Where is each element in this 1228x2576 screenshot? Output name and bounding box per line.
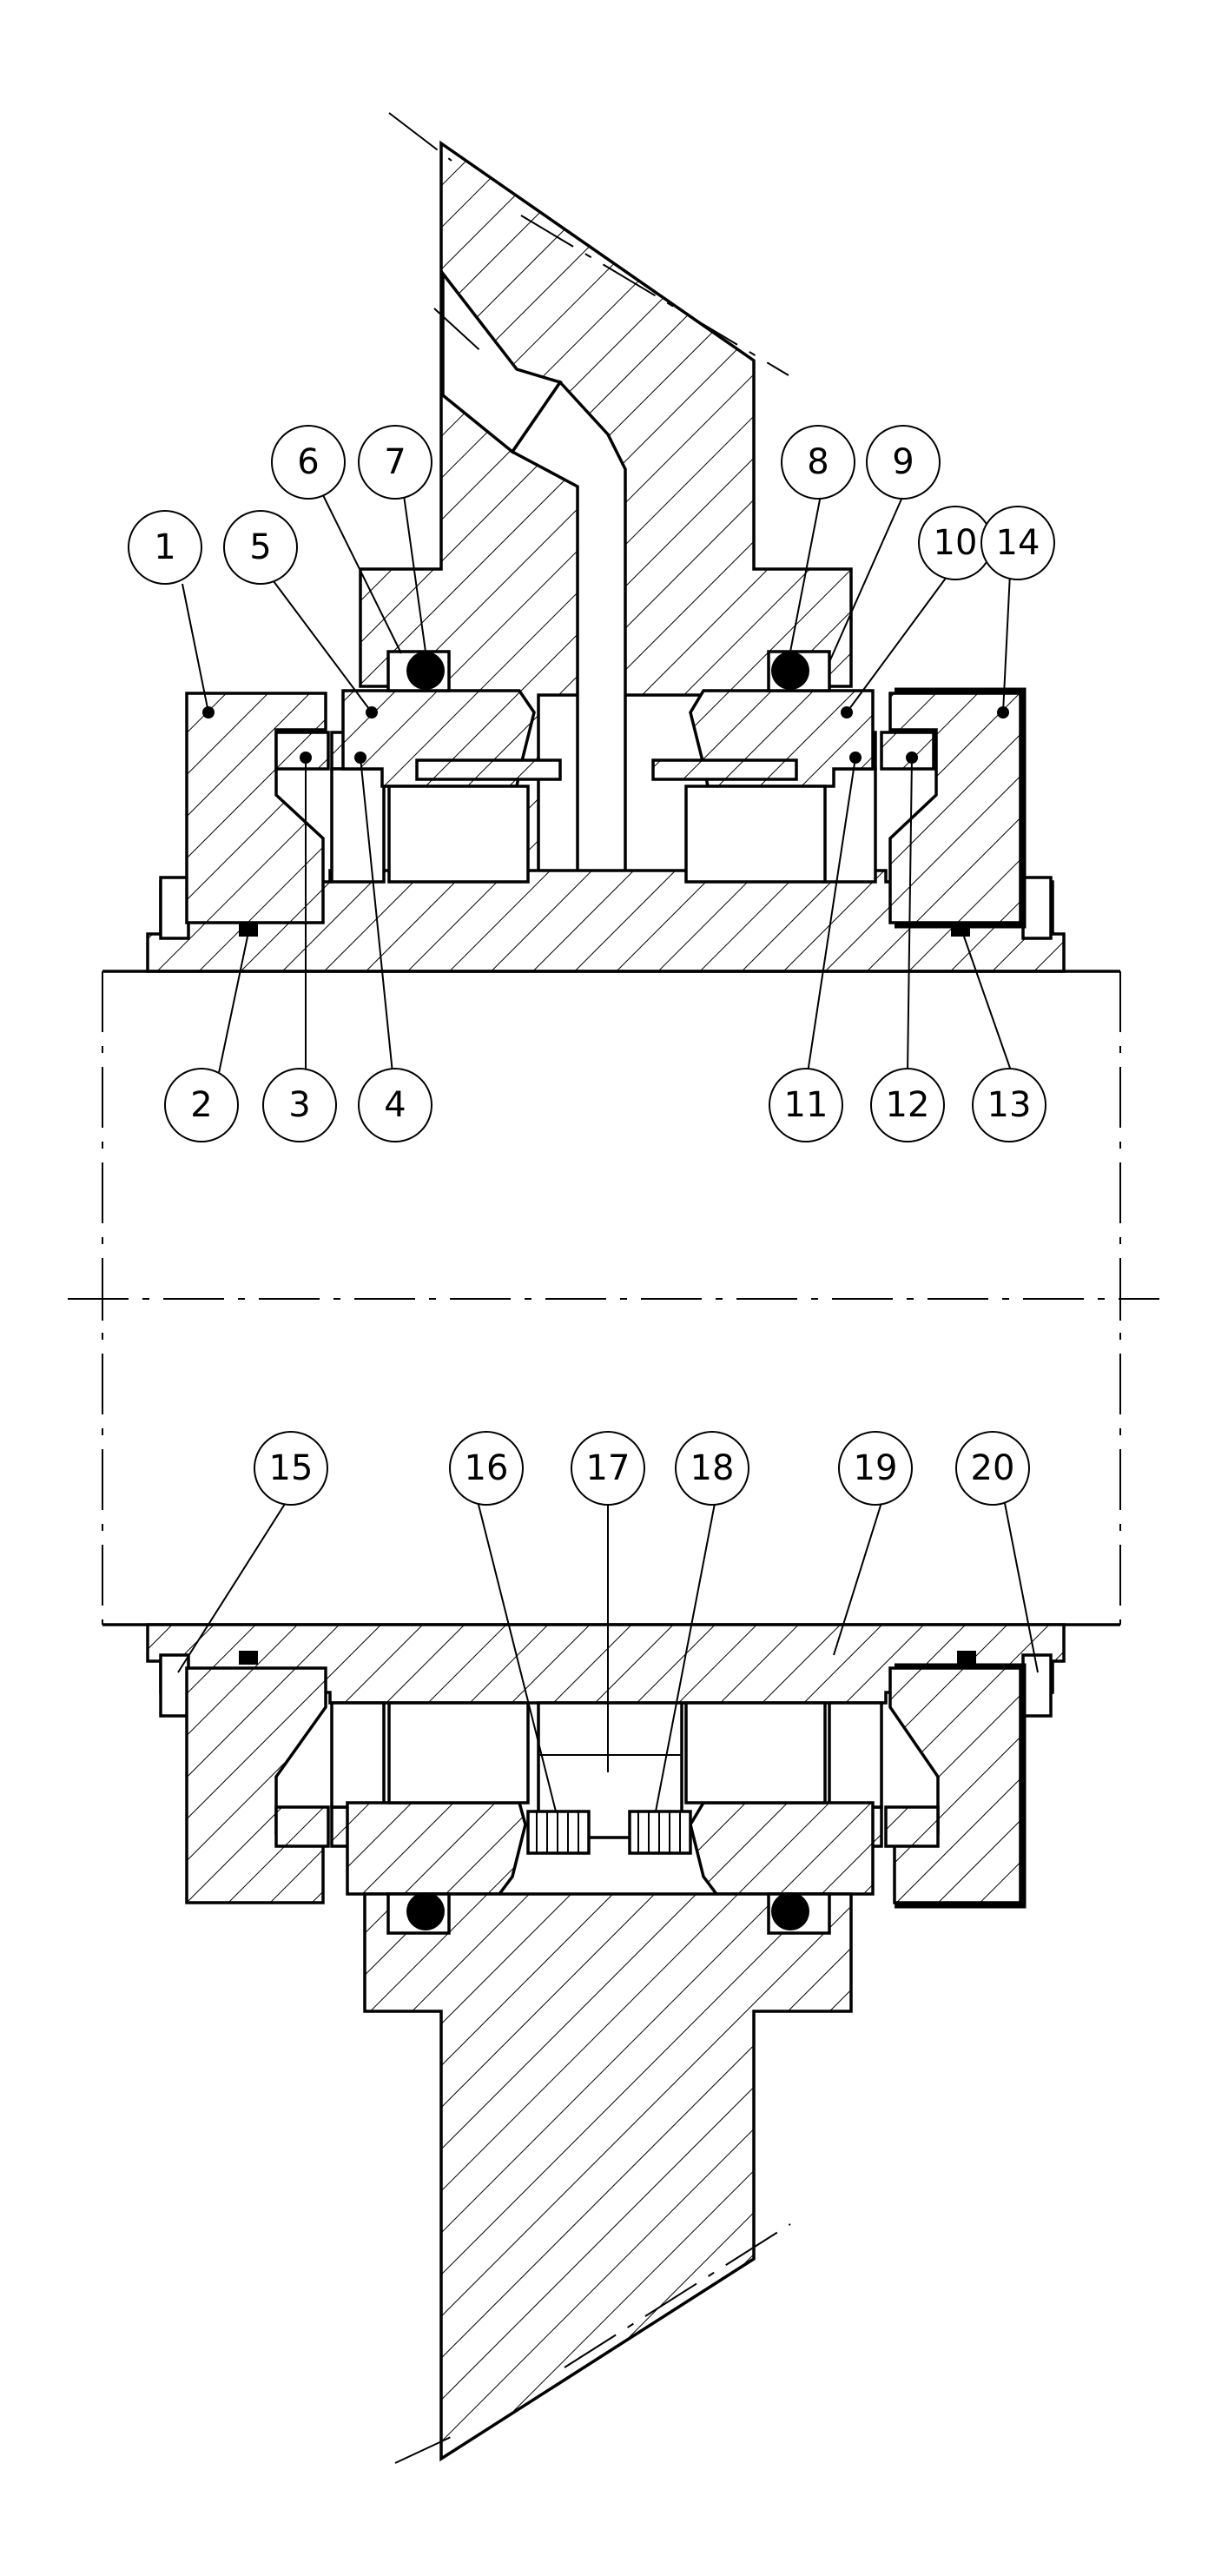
ring-3 — [274, 731, 330, 771]
svg-text:10: 10 — [934, 523, 978, 563]
balloon-8: 8 — [781, 425, 855, 500]
svg-text:7: 7 — [384, 442, 406, 482]
balloon-16: 16 — [449, 1431, 524, 1506]
svg-text:6: 6 — [297, 442, 319, 482]
balloon-6: 6 — [271, 425, 346, 500]
oring-lower-right — [771, 1892, 809, 1930]
spacer-inner-left — [387, 1701, 530, 1805]
svg-text:8: 8 — [807, 442, 829, 482]
balloon-14: 14 — [980, 506, 1055, 580]
oring-2 — [239, 923, 258, 937]
face-lower-right — [689, 1801, 875, 1896]
spacer-inner-right — [684, 1701, 827, 1805]
shaft — [68, 970, 1159, 1626]
ring-lower-right-b — [884, 1805, 940, 1848]
oring-8 — [771, 652, 809, 690]
balloon-10: 10 — [918, 506, 993, 580]
svg-text:12: 12 — [886, 1085, 930, 1125]
svg-text:14: 14 — [996, 523, 1040, 563]
housing-lower — [363, 1892, 853, 2462]
svg-text:11: 11 — [784, 1085, 829, 1125]
svg-text:20: 20 — [971, 1448, 1015, 1488]
svg-text:3: 3 — [288, 1085, 310, 1125]
spring-plate-left — [415, 758, 562, 781]
svg-text:1: 1 — [154, 527, 175, 567]
oring-13 — [951, 923, 970, 937]
sleeve-upper-right-lug — [1021, 876, 1053, 940]
balloon-17: 17 — [571, 1431, 645, 1506]
spacer-lower-right — [828, 1701, 883, 1809]
balloon-19: 19 — [838, 1431, 913, 1506]
spacer-right — [684, 785, 827, 884]
seat-left-lower — [330, 767, 386, 884]
svg-text:9: 9 — [892, 442, 914, 482]
balloon-7: 7 — [358, 425, 432, 500]
spacer-left — [387, 785, 530, 884]
svg-text:16: 16 — [465, 1448, 509, 1488]
lower-section — [146, 1623, 1066, 2464]
ring-12 — [880, 731, 935, 771]
svg-text:5: 5 — [249, 527, 271, 567]
spring-18 — [628, 1810, 692, 1855]
balloon-20: 20 — [955, 1431, 1030, 1506]
balloon-15: 15 — [254, 1431, 328, 1506]
balloon-18: 18 — [675, 1431, 749, 1506]
sleeve-upper-left-lug — [159, 876, 190, 940]
oring-lower-left — [406, 1892, 445, 1930]
balloon-1: 1 — [128, 510, 202, 585]
svg-text:19: 19 — [854, 1448, 898, 1488]
spring-16 — [526, 1810, 591, 1855]
svg-text:15: 15 — [269, 1448, 314, 1488]
oring-7 — [406, 652, 445, 690]
spring-plate-right — [651, 758, 798, 781]
face-lower-left — [346, 1801, 527, 1896]
balloon-4: 4 — [358, 1068, 432, 1142]
balloon-5: 5 — [223, 510, 298, 585]
balloon-2: 2 — [164, 1068, 239, 1142]
gland-left-lower — [185, 1666, 327, 1904]
spacer-lower-left — [330, 1701, 386, 1809]
svg-text:2: 2 — [190, 1085, 212, 1125]
svg-text:18: 18 — [690, 1448, 735, 1488]
oring-15-groove — [239, 1651, 258, 1665]
balloon-12: 12 — [870, 1068, 945, 1142]
oring-19-groove — [957, 1651, 976, 1665]
balloon-13: 13 — [972, 1068, 1046, 1142]
balloon-3: 3 — [262, 1068, 337, 1142]
svg-text:13: 13 — [987, 1085, 1032, 1125]
balloon-9: 9 — [866, 425, 941, 500]
gland-left — [185, 692, 327, 924]
svg-text:17: 17 — [586, 1448, 631, 1488]
ring-lower-left-a — [274, 1805, 330, 1848]
gland-right-lower — [888, 1666, 1022, 1904]
leader-lines — [177, 494, 1039, 1812]
balloon-11: 11 — [769, 1068, 843, 1142]
svg-text:4: 4 — [384, 1085, 406, 1125]
